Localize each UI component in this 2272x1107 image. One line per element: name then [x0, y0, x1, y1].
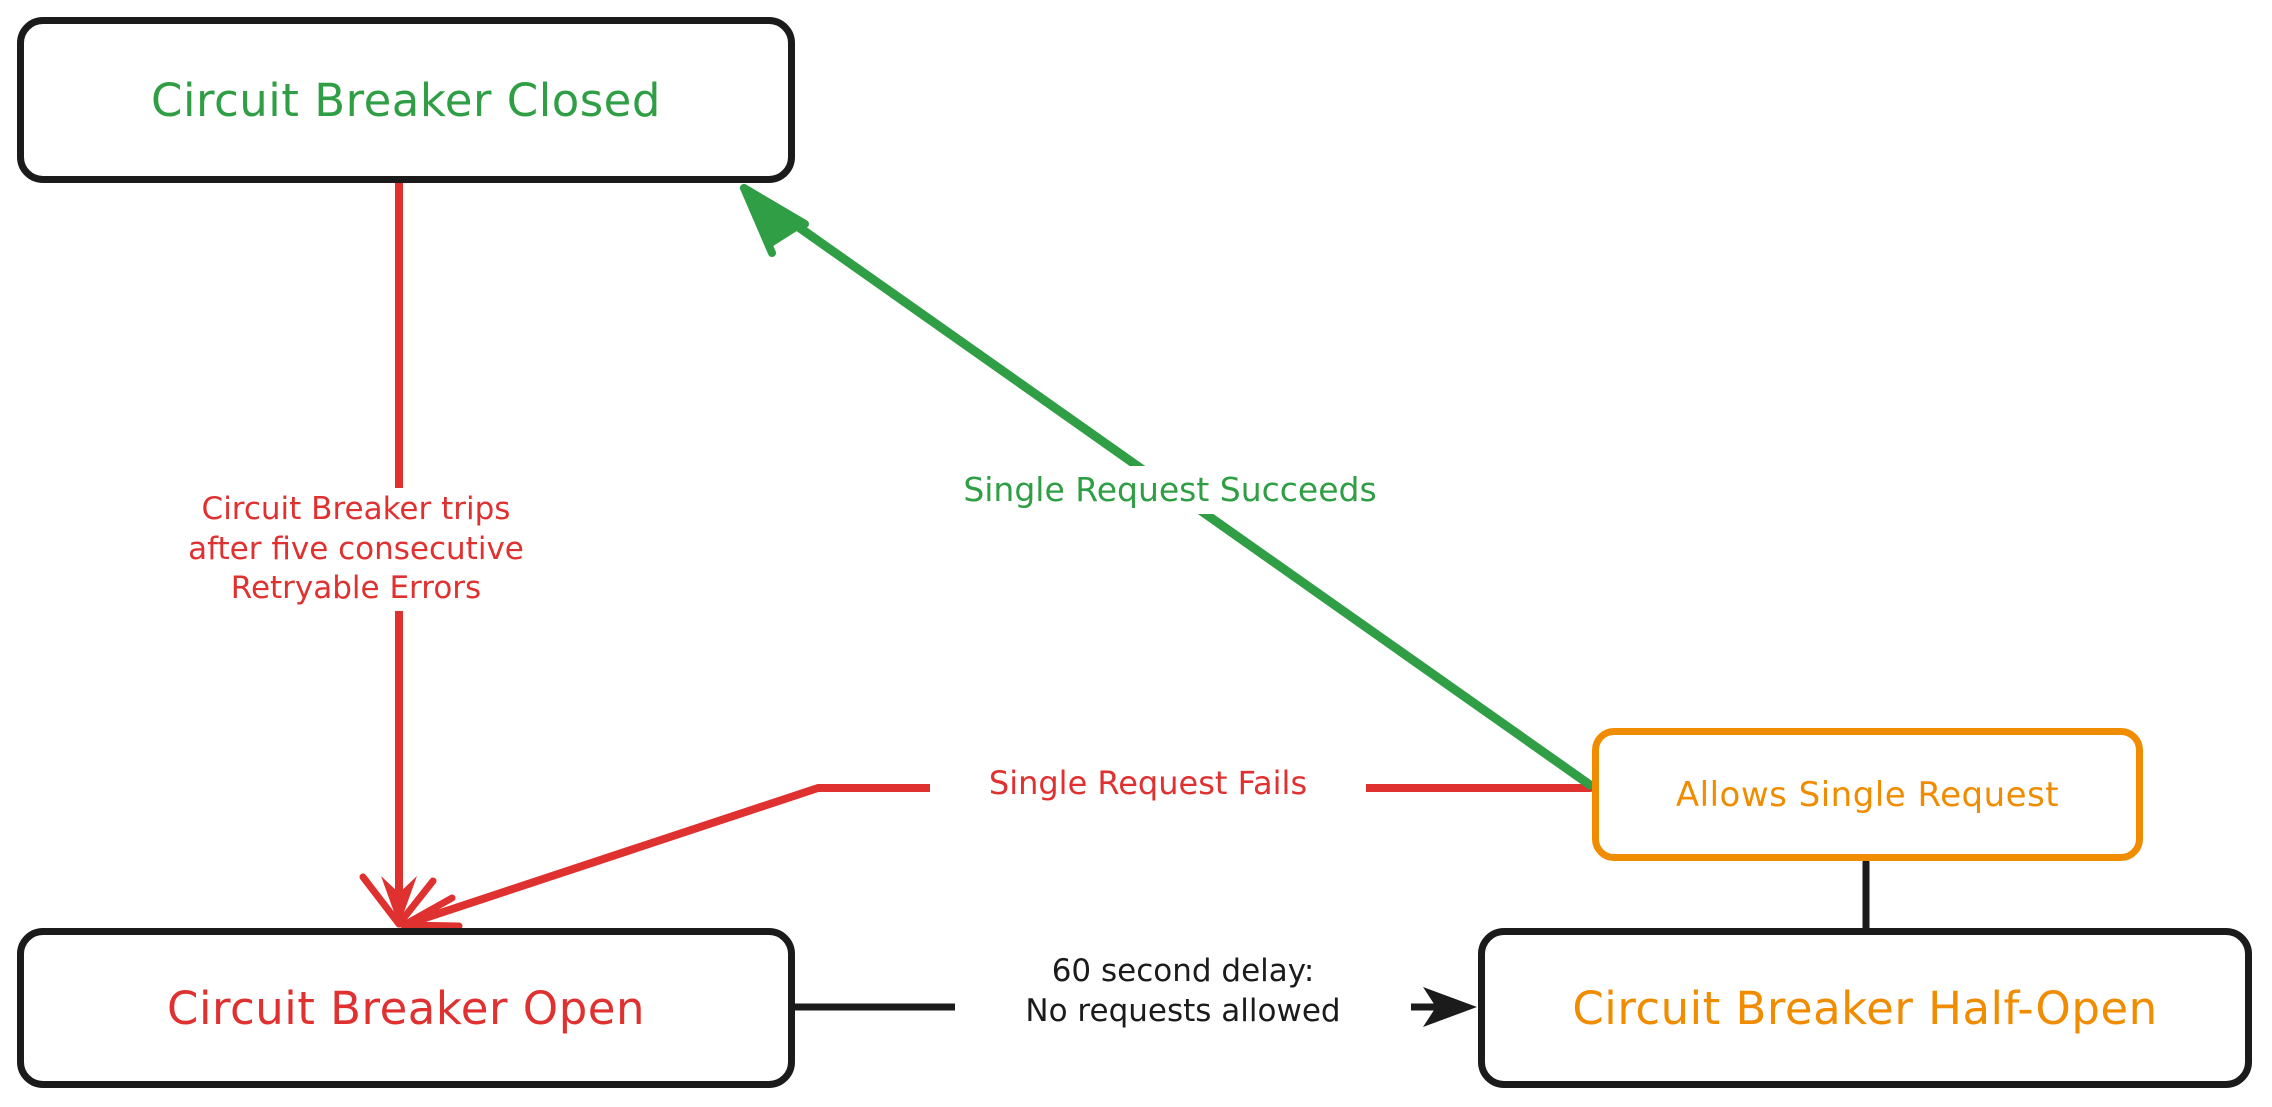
edge-allows-to-open [400, 784, 1594, 930]
edge-label-allows-to-open: Single Request Fails [930, 760, 1366, 807]
state-node-label: Circuit Breaker Open [167, 981, 645, 1035]
state-node-label: Circuit Breaker Half-Open [1572, 981, 2158, 1035]
edge-label-line: Circuit Breaker trips [201, 491, 511, 527]
state-node-circuit-breaker-closed[interactable]: Circuit Breaker Closed [17, 17, 795, 183]
edge-label-allows-to-closed: Single Request Succeeds [880, 466, 1460, 515]
edge-label-line: after five consecutive [188, 530, 524, 567]
edge-label-line: Single Request Succeeds [963, 470, 1377, 509]
edge-label-line: Single Request Fails [988, 764, 1308, 802]
state-node-label: Circuit Breaker Closed [151, 73, 661, 127]
state-node-allows-single-request[interactable]: Allows Single Request [1592, 728, 2143, 861]
edge-label-line: No requests allowed [1025, 992, 1341, 1029]
state-node-circuit-breaker-open[interactable]: Circuit Breaker Open [17, 928, 795, 1088]
edge-label-open-to-halfopen: 60 second delay: No requests allowed [955, 950, 1411, 1034]
state-node-circuit-breaker-half-open[interactable]: Circuit Breaker Half-Open [1478, 928, 2252, 1088]
state-node-label: Allows Single Request [1675, 774, 2060, 815]
edge-label-line: Retryable Errors [230, 570, 482, 607]
edge-label-line: 60 second delay: [1051, 953, 1315, 989]
edge-label-closed-to-open: Circuit Breaker trips after five consecu… [140, 488, 572, 612]
